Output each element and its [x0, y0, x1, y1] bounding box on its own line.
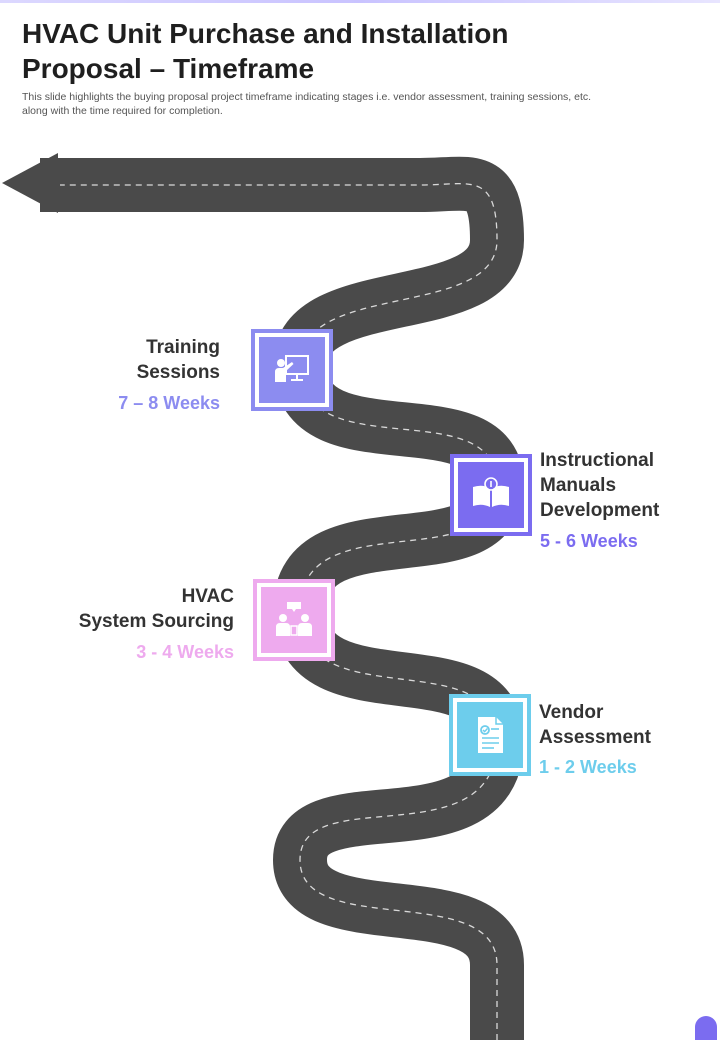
step-vendor-title-line-1: Vendor — [539, 702, 604, 723]
step-manuals-time: 5 - 6 Weeks — [540, 531, 638, 551]
step-training-title-line-1: Training — [146, 337, 220, 358]
checklist-document-icon — [478, 717, 503, 753]
step-sourcing-title-line-2: System Sourcing — [78, 611, 234, 632]
step-manuals-badge — [450, 454, 532, 536]
presentation-board-icon — [275, 355, 309, 382]
step-training-time: 7 – 8 Weeks — [118, 393, 220, 413]
top-accent-line — [0, 0, 720, 3]
step-training-title-line-2: Sessions — [136, 362, 220, 383]
page-subtitle-line-2: along with the time required for complet… — [22, 104, 223, 117]
step-training-badge — [251, 329, 333, 411]
step-vendor-time: 1 - 2 Weeks — [539, 757, 637, 777]
step-manuals-title-line-3: Development — [540, 500, 660, 521]
meeting-people-icon — [276, 602, 312, 636]
step-manuals-title-line-2: Manuals — [540, 475, 617, 496]
step-manuals-title-line-1: Instructional — [540, 450, 655, 471]
step-sourcing-badge — [253, 579, 335, 661]
road-arrow-head — [2, 153, 58, 213]
step-vendor-title: Vendor Assessment — [539, 700, 714, 750]
page-subtitle-line-1: This slide highlights the buying proposa… — [22, 91, 592, 103]
open-book-icon — [473, 477, 509, 507]
step-vendor-title-line-2: Assessment — [539, 727, 651, 748]
step-sourcing-title: HVAC System Sourcing — [20, 584, 234, 634]
page-subtitle: This slide highlights the buying proposa… — [22, 91, 692, 118]
page-title-line-2: Proposal – Timeframe — [22, 53, 315, 84]
step-manuals-title: Instructional Manuals Development — [540, 448, 715, 523]
road-lane-marking — [60, 183, 498, 1040]
corner-decoration — [695, 1016, 717, 1040]
page-title-line-1: HVAC Unit Purchase and Installation — [22, 18, 509, 49]
step-sourcing-title-line-1: HVAC — [181, 586, 234, 607]
step-training-title: Training Sessions — [40, 335, 220, 385]
step-sourcing-time: 3 - 4 Weeks — [136, 642, 234, 662]
page-title: HVAC Unit Purchase and Installation Prop… — [22, 16, 662, 86]
step-vendor-badge — [449, 694, 531, 776]
